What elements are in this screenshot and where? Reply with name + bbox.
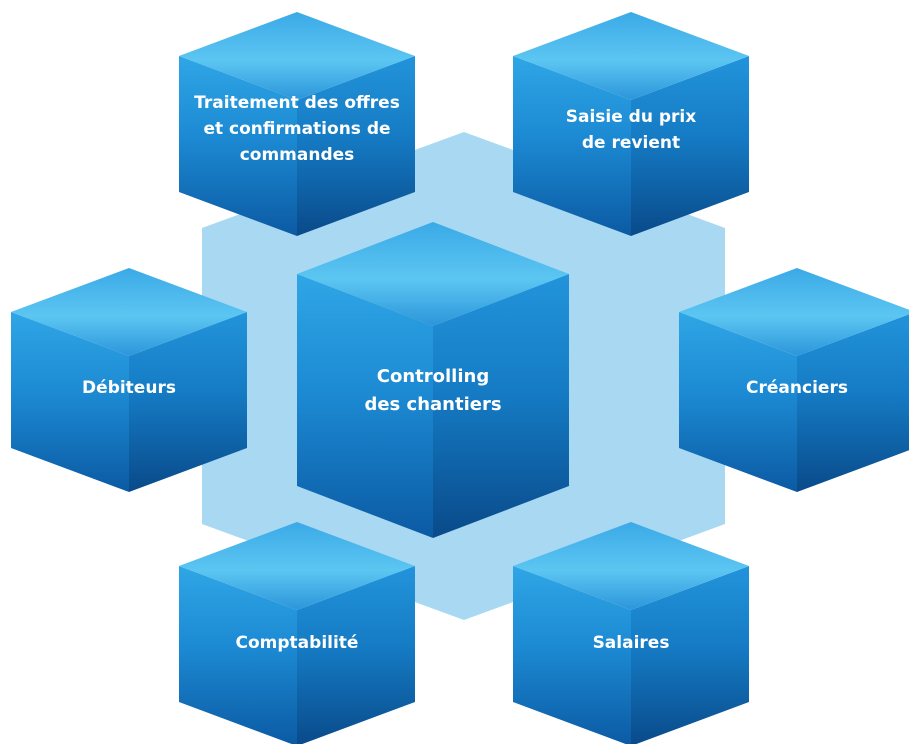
cube-top-face <box>297 222 569 326</box>
cube-top-face <box>513 522 749 610</box>
cube-top-face <box>513 12 749 100</box>
cube-left-face <box>513 56 631 236</box>
cube-label-line: Controlling <box>377 366 489 387</box>
cube-top-face <box>179 522 415 610</box>
cube-right-face <box>297 56 415 236</box>
cube-offres[interactable]: Traitement des offres et confirmations de… <box>179 12 415 236</box>
cube-top-face <box>179 12 415 100</box>
cube-debiteurs[interactable]: Débiteurs <box>11 268 247 492</box>
cube-label-line: Salaires <box>593 633 670 653</box>
cube-label-line: commandes <box>240 145 355 165</box>
cube-layer: Traitement des offres et confirmations de… <box>11 12 909 744</box>
cube-label-line: Traitement des offres <box>194 93 400 113</box>
cube-salaires[interactable]: Salaires <box>513 522 749 744</box>
cube-left-face <box>297 274 433 538</box>
cube-right-face <box>297 566 415 744</box>
cube-creanciers[interactable]: Créanciers <box>679 268 909 492</box>
cube-right-face <box>797 314 909 492</box>
cube-top-face <box>679 268 909 356</box>
cube-left-face <box>179 566 297 744</box>
cube-right-face <box>433 274 569 538</box>
cube-top-face <box>11 268 247 356</box>
cube-label-line: Comptabilité <box>236 633 359 653</box>
cube-right-face <box>631 56 749 236</box>
cube-label-line: Créanciers <box>746 378 848 398</box>
cube-label-line: Débiteurs <box>82 378 176 398</box>
cube-prix-revient[interactable]: Saisie du prix de revient <box>513 12 749 236</box>
cube-center[interactable]: Controlling des chantiers <box>297 222 569 538</box>
cube-label-line: Saisie du prix <box>566 107 697 127</box>
cube-left-face <box>679 312 797 492</box>
cube-left-face <box>513 566 631 744</box>
cube-label-line: de revient <box>582 133 680 153</box>
cube-label-line: et confirmations de <box>203 119 390 139</box>
cube-left-face <box>11 312 129 492</box>
cube-left-face <box>179 56 297 236</box>
cube-comptabilite[interactable]: Comptabilité <box>179 522 415 744</box>
cube-label-line: des chantiers <box>364 394 501 415</box>
cube-right-face <box>129 312 247 492</box>
cube-right-face <box>631 566 749 744</box>
